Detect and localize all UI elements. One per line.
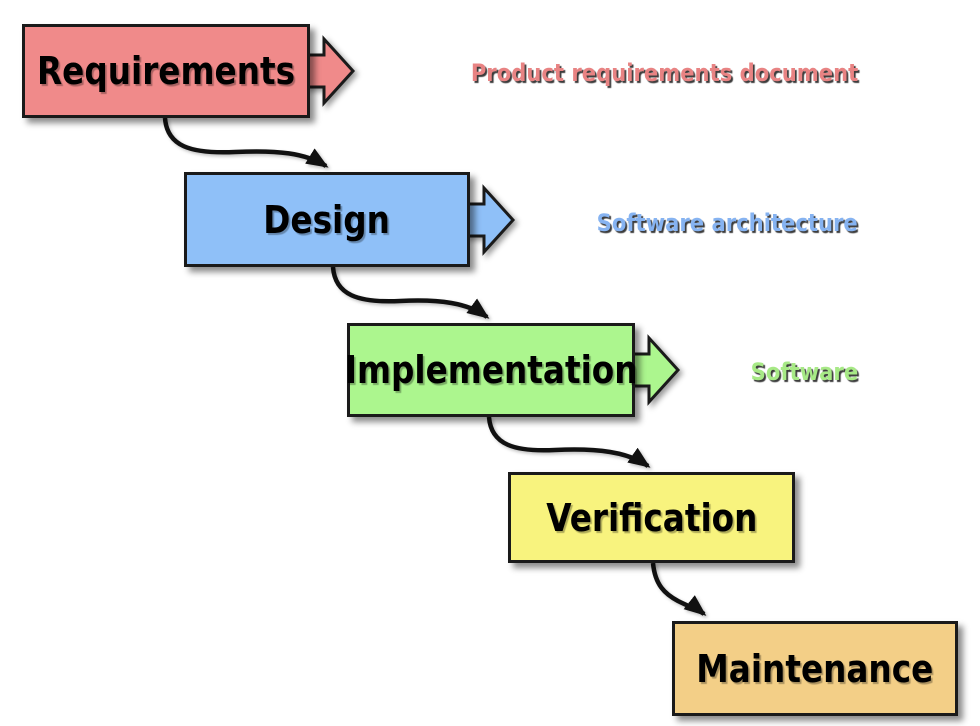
stage-box-design: Design [184, 172, 470, 267]
stage-box-verification: Verification [508, 472, 795, 563]
stage-label-design: Design [263, 197, 391, 242]
output-annotation-design: Software architecture [596, 209, 858, 237]
output-annotation-implementation: Software [750, 358, 858, 386]
output-arrow-implementation [629, 334, 681, 406]
stage-label-implementation: Implementation [344, 348, 638, 392]
stage-box-requirements: Requirements [22, 24, 310, 118]
flow-arrow-verification-to-maintenance [650, 562, 707, 616]
output-annotation-requirements: Product requirements document [470, 59, 858, 87]
stage-box-maintenance: Maintenance [672, 621, 958, 716]
flow-arrow-requirements-to-design [162, 117, 329, 168]
output-arrow-design [464, 184, 516, 256]
flow-arrow-implementation-to-verification [486, 416, 651, 468]
flow-arrow-design-to-implementation [330, 266, 490, 319]
output-arrow-requirements [304, 35, 356, 107]
stage-label-requirements: Requirements [36, 49, 296, 93]
stage-label-maintenance: Maintenance [696, 646, 934, 691]
stage-label-verification: Verification [545, 495, 758, 540]
stage-box-implementation: Implementation [344, 323, 638, 417]
